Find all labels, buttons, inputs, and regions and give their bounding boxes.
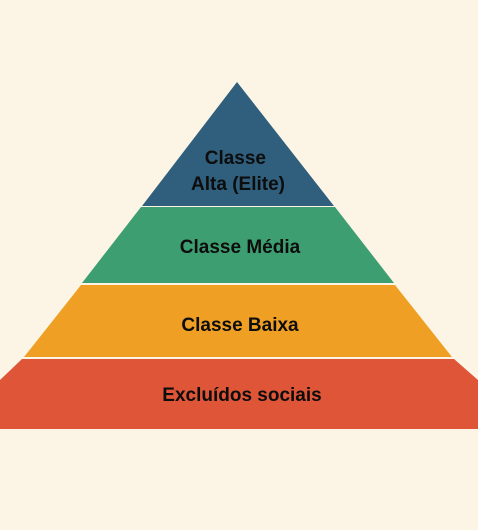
tier-elite-label-line-2: Alta (Elite): [191, 174, 285, 195]
tier-excluded-label: Excluídos sociais: [162, 385, 321, 406]
tier-middle-class-label: Classe Média: [180, 237, 301, 258]
tier-elite-shape: [142, 82, 334, 206]
tier-lower-class-shape: [24, 285, 452, 357]
tier-elite-label-line-1: Classe: [205, 148, 266, 169]
tier-lower-class-label: Classe Baixa: [181, 315, 299, 336]
tier-excluded-shape: [0, 359, 478, 429]
tier-middle-class-shape: [82, 207, 394, 283]
tier-elite-label: Classe Alta (Elite): [191, 148, 285, 195]
